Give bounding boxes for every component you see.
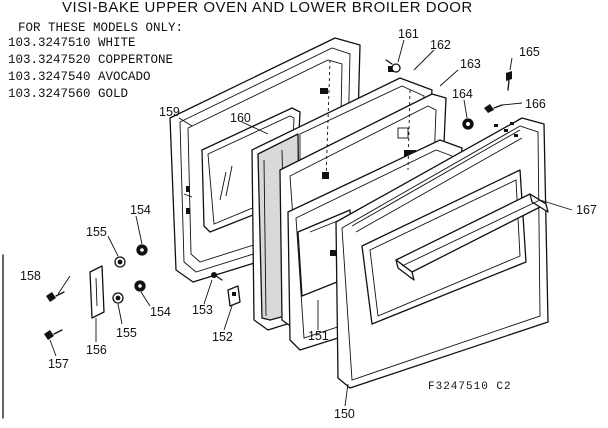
figure-code: F3247510 C2 [428,381,512,393]
small-hardware [44,59,512,340]
callout-153: 153 [192,303,213,317]
part-153-screw [211,272,223,281]
part-155-washer-upper [114,256,126,268]
callout-151: 151 [308,329,329,343]
callout-154: 154 [130,203,151,217]
part-152-clip [227,285,241,307]
diagram-title: VISI-BAKE UPPER OVEN AND LOWER BROILER D… [62,0,473,16]
model-line: 103.3247560 GOLD [8,87,129,101]
models-header: FOR THESE MODELS ONLY: [18,21,184,35]
part-164-nut [462,118,474,130]
callout-158: 158 [20,269,41,283]
callout-leaders [49,39,573,407]
model-line: 103.3247520 COPPERTONE [8,53,174,67]
callout-161: 161 [398,27,419,41]
callout-154: 154 [150,305,171,319]
part-157-screw [44,329,63,340]
callout-156: 156 [86,343,107,357]
part-156-bracket [89,265,105,319]
model-line: 103.3247510 WHITE [8,36,136,50]
part-154-nut-lower [134,280,146,292]
part-167-handle [395,193,549,281]
callout-150: 150 [334,407,355,421]
part-161-screw [385,59,401,73]
callout-164: 164 [452,87,473,101]
part-166-screw [484,104,503,113]
part-158-screw [46,291,65,302]
callout-155: 155 [116,326,137,340]
callout-152: 152 [212,330,233,344]
callout-163: 163 [460,57,481,71]
callout-167: 167 [576,203,597,217]
model-line: 103.3247540 AVOCADO [8,70,151,84]
callout-162: 162 [430,38,451,52]
callout-159: 159 [159,105,180,119]
callout-166: 166 [525,97,546,111]
part-155-washer-lower [112,292,124,304]
callout-155: 155 [86,225,107,239]
part-165-screw [506,71,512,91]
callout-165: 165 [519,45,540,59]
callout-157: 157 [48,357,69,371]
callout-160: 160 [230,111,251,125]
part-154-nut-upper [136,244,148,256]
assembly-guide-lines [325,59,411,181]
